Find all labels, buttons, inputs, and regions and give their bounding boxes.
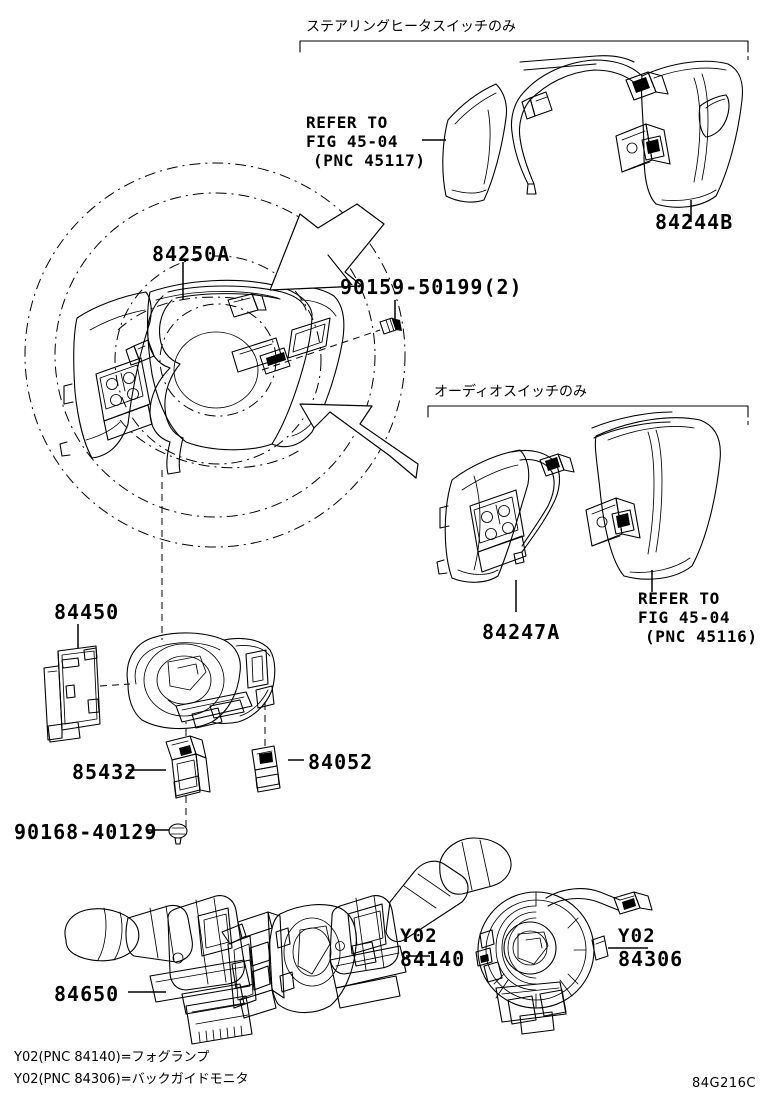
ignition-switch-84450 xyxy=(43,645,131,743)
part-label-84052: 84052 xyxy=(308,750,374,774)
assembly-arrow-upper xyxy=(269,203,385,291)
part-label-84306: 84306 xyxy=(618,947,684,971)
refer-line-2: FIG 45-04 xyxy=(638,608,731,627)
part-label-84247A: 84247A xyxy=(482,620,561,644)
steering-pad-switch-assembly-84250A xyxy=(59,279,345,475)
combination-switch-84650 xyxy=(64,895,255,1045)
footnote-fog-lamp: Y02(PNC 84140)=フォグランプ xyxy=(14,1050,210,1065)
heater-switch-parts-84244B xyxy=(422,55,744,208)
part-label-84140: 84140 xyxy=(400,947,466,971)
screw-90159-50199 xyxy=(261,317,402,371)
spiral-cable-84306 xyxy=(475,888,653,1035)
part-label-84244B: 84244B xyxy=(655,210,734,234)
section-header-heater-switch: ステアリングヒータスイッチのみ xyxy=(306,19,516,35)
refer-line-3: (PNC 45117) xyxy=(313,151,426,170)
variant-label-y02-right: Y02 xyxy=(618,925,656,947)
key-cylinder-switch-84052 xyxy=(251,700,281,793)
refer-line-3: (PNC 45116) xyxy=(645,627,758,646)
refer-line-1: REFER TO xyxy=(638,589,720,608)
part-label-85432: 85432 xyxy=(72,760,138,784)
leader-90159-tick xyxy=(327,254,353,286)
audio-switch-cover xyxy=(585,411,721,580)
refer-to-block-45116: REFER TO FIG 45-04 (PNC 45116) xyxy=(638,589,758,646)
diagram-code: 84G216C xyxy=(692,1076,757,1091)
column-switch-housing xyxy=(126,614,276,730)
refer-line-2: FIG 45-04 xyxy=(306,132,399,151)
refer-to-block-45117: REFER TO FIG 45-04 (PNC 45117) xyxy=(306,113,426,170)
part-label-84250A: 84250A xyxy=(152,242,231,266)
part-label-90159-50199: 90159-50199(2) xyxy=(340,275,523,299)
audio-switch-84247A xyxy=(436,449,575,583)
refer-line-1: REFER TO xyxy=(306,113,388,132)
variant-label-y02-left: Y02 xyxy=(400,925,438,947)
key-interlock-85432 xyxy=(165,722,211,830)
bolt-90168-40129 xyxy=(168,823,188,845)
fog-lamp-switch-84140 xyxy=(221,837,512,1019)
part-label-90168-40129: 90168-40129 xyxy=(14,820,158,844)
steering-wheel-phantom xyxy=(24,162,406,640)
footnote-back-guide-monitor: Y02(PNC 84306)=バックガイドモニタ xyxy=(14,1072,249,1087)
assembly-arrow-lower xyxy=(299,403,419,479)
audio-section-bracket xyxy=(427,405,749,425)
part-label-84650: 84650 xyxy=(54,982,120,1006)
section-header-audio-switch: オーディオスイッチのみ xyxy=(434,384,588,400)
part-label-84450: 84450 xyxy=(54,600,120,624)
heater-section-bracket xyxy=(299,40,749,60)
